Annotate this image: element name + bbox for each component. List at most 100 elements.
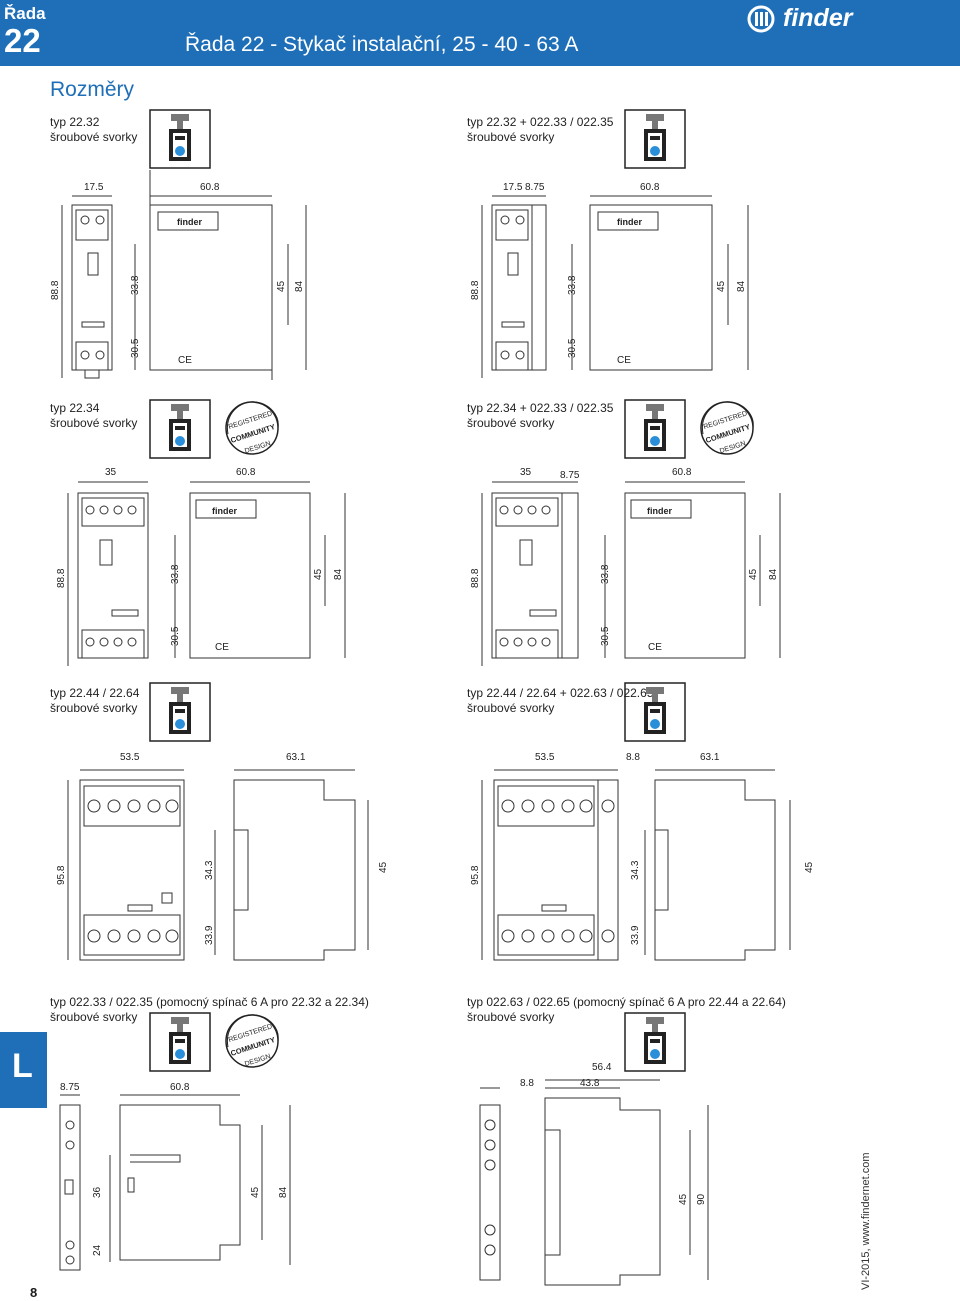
dim-label: 30.5: [170, 626, 181, 646]
dim-label: 34.3: [204, 860, 215, 880]
dim-label: 35: [520, 467, 532, 478]
dim-label: 45: [250, 1186, 261, 1198]
dim-label: 8.75: [525, 182, 545, 193]
page-title: Řada 22 - Stykač instalační, 25 - 40 - 6…: [185, 33, 579, 56]
dim-label: 84: [736, 280, 747, 292]
dim-label: 45: [678, 1193, 689, 1205]
dim-label: 60.8: [672, 467, 692, 478]
dim-label: 84: [333, 568, 344, 580]
caption-title: typ 022.63 / 022.65 (pomocný spínač 6 A …: [467, 995, 786, 1009]
caption-title: typ 22.32 + 022.33 / 022.35: [467, 115, 614, 129]
screw-terminal-icon: [148, 108, 212, 170]
dim-label: 88.8: [470, 568, 481, 588]
screw-terminal-icon: [148, 398, 212, 460]
dim-label: 17.5: [84, 182, 104, 193]
caption-terminal: šroubové svorky: [467, 701, 555, 715]
dim-label: 88.8: [50, 280, 61, 300]
caption-terminal: šroubové svorky: [50, 1010, 138, 1024]
caption-title: typ 22.44 / 22.64: [50, 686, 140, 700]
side-tab: L: [0, 1032, 47, 1108]
ce-mark: CE: [617, 355, 631, 366]
dim-label: 36: [92, 1186, 103, 1198]
dim-label: 45: [748, 568, 759, 580]
dim-label: 33.9: [204, 925, 215, 945]
dim-label: 95.8: [470, 865, 481, 885]
caption-title: typ 22.32: [50, 115, 100, 129]
registered-design-badge-icon: REGISTERED COMMUNITY DESIGN: [225, 401, 280, 455]
dim-label: 33.8: [600, 564, 611, 584]
dim-label: 56.4: [592, 1062, 612, 1073]
panel-brand: finder: [647, 506, 672, 516]
finder-logo: finder: [746, 4, 876, 34]
dim-label: 33.9: [630, 925, 641, 945]
finder-logo-icon: [747, 5, 775, 33]
dim-label: 24: [92, 1244, 103, 1256]
section-title: Rozměry: [50, 78, 135, 101]
dim-label: 30.5: [130, 338, 141, 358]
panel-brand: finder: [177, 217, 202, 227]
dim-label: 95.8: [56, 865, 67, 885]
dim-label: 17.5: [503, 182, 523, 193]
dim-label: 8.75: [60, 1082, 80, 1093]
caption-title: typ 22.34 + 022.33 / 022.35: [467, 401, 614, 415]
caption-title: typ 22.34: [50, 401, 100, 415]
dim-label: 8.8: [520, 1078, 534, 1089]
dim-label: 84: [278, 1186, 289, 1198]
caption-terminal: šroubové svorky: [50, 416, 138, 430]
dim-label: 53.5: [535, 752, 555, 763]
dim-label: 43.8: [580, 1078, 600, 1089]
screw-terminal-icon: [623, 108, 687, 170]
registered-design-badge-icon: REGISTERED COMMUNITY DESIGN: [225, 1014, 280, 1068]
screw-terminal-icon: [148, 1011, 212, 1073]
brand-name: finder: [783, 4, 853, 32]
ce-mark: CE: [178, 355, 192, 366]
dim-label: 45: [804, 861, 815, 873]
dim-label: 33.8: [170, 564, 181, 584]
dim-label: 45: [716, 280, 727, 292]
dim-label: 60.8: [200, 182, 220, 193]
side-tab-letter: L: [12, 1047, 33, 1085]
side-view-outline: [149, 204, 273, 371]
screw-terminal-icon: [623, 398, 687, 460]
dim-label: 33.8: [130, 275, 141, 295]
caption-terminal: šroubové svorky: [467, 416, 555, 430]
dim-label: 88.8: [470, 280, 481, 300]
dim-label: 60.8: [640, 182, 660, 193]
caption-title: typ 22.44 / 22.64 + 022.63 / 022.65: [467, 686, 654, 700]
dim-label: 35: [105, 467, 117, 478]
caption-terminal: šroubové svorky: [50, 130, 138, 144]
dim-label: 45: [378, 861, 389, 873]
ce-mark: CE: [648, 642, 662, 653]
caption-022-63: typ 022.63 / 022.65 (pomocný spínač 6 A …: [467, 995, 786, 1025]
dim-label: 63.1: [700, 752, 720, 763]
screw-terminal-icon: [148, 681, 212, 743]
dim-label: 90: [696, 1193, 707, 1205]
registered-design-badge-icon: REGISTERED COMMUNITY DESIGN: [700, 401, 755, 455]
series-word: Řada: [4, 4, 46, 23]
caption-terminal: šroubové svorky: [50, 701, 138, 715]
dim-label: 34.3: [630, 860, 641, 880]
page-number: 8: [30, 1285, 38, 1300]
dim-label: 45: [276, 280, 287, 292]
front-view-outline: [71, 204, 113, 371]
caption-title: typ 022.33 / 022.35 (pomocný spínač 6 A …: [50, 995, 369, 1009]
dim-label: 63.1: [286, 752, 306, 763]
dim-label: 8.75: [560, 470, 580, 481]
dim-label: 30.5: [600, 626, 611, 646]
caption-022-33: typ 022.33 / 022.35 (pomocný spínač 6 A …: [50, 995, 369, 1025]
dim-label: 53.5: [120, 752, 140, 763]
dim-label: 84: [768, 568, 779, 580]
ce-mark: CE: [215, 642, 229, 653]
dim-label: 60.8: [170, 1082, 190, 1093]
screw-terminal-icon: [623, 681, 687, 743]
dim-label: 84: [294, 280, 305, 292]
caption-terminal: šroubové svorky: [467, 130, 555, 144]
panel-brand: finder: [212, 506, 237, 516]
dim-label: 60.8: [236, 467, 256, 478]
